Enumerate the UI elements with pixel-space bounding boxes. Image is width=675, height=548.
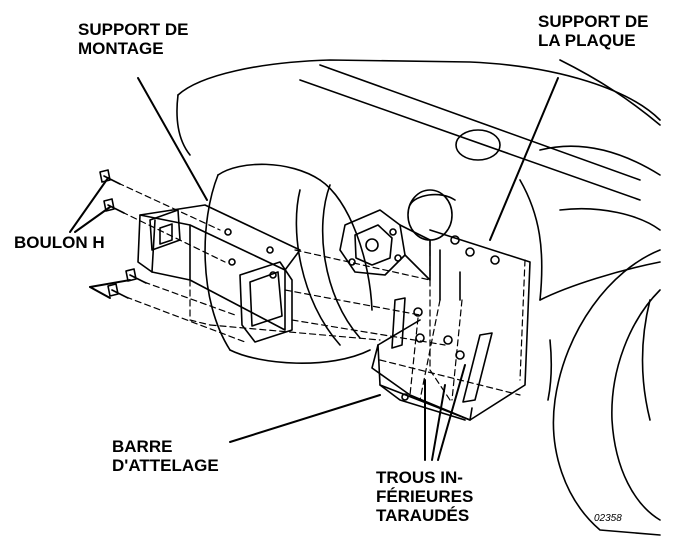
mounting-bracket xyxy=(137,204,301,343)
label-line: BARRE xyxy=(112,437,173,456)
label-barre-attelage: BARRE D'ATTELAGE xyxy=(112,437,219,475)
label-support-montage: SUPPORT DE MONTAGE xyxy=(78,20,189,58)
label-line: MONTAGE xyxy=(78,39,164,58)
label-line: FÉRIEURES xyxy=(376,487,474,506)
left-rear-tire xyxy=(204,163,373,364)
plate-bracket xyxy=(371,229,531,421)
label-line: LA PLAQUE xyxy=(538,31,636,50)
knob xyxy=(407,189,456,241)
right-rear-tire xyxy=(547,249,661,536)
label-line: BOULON H xyxy=(14,233,105,252)
tractor-body xyxy=(176,59,661,301)
leader-lines xyxy=(69,77,559,461)
drawing-code: 02358 xyxy=(594,513,622,524)
hidden-lines xyxy=(117,182,526,401)
label-boulon-h: BOULON H xyxy=(14,233,105,252)
label-trous-taraudes: TROUS IN- FÉRIEURES TARAUDÉS xyxy=(376,468,473,525)
label-line: D'ATTELAGE xyxy=(112,456,219,475)
label-line: SUPPORT DE xyxy=(538,12,649,31)
label-line: TROUS IN- xyxy=(376,468,463,487)
label-line: SUPPORT DE xyxy=(78,20,189,39)
label-support-plaque: SUPPORT DE LA PLAQUE xyxy=(538,12,649,50)
label-line: TARAUDÉS xyxy=(376,506,470,525)
